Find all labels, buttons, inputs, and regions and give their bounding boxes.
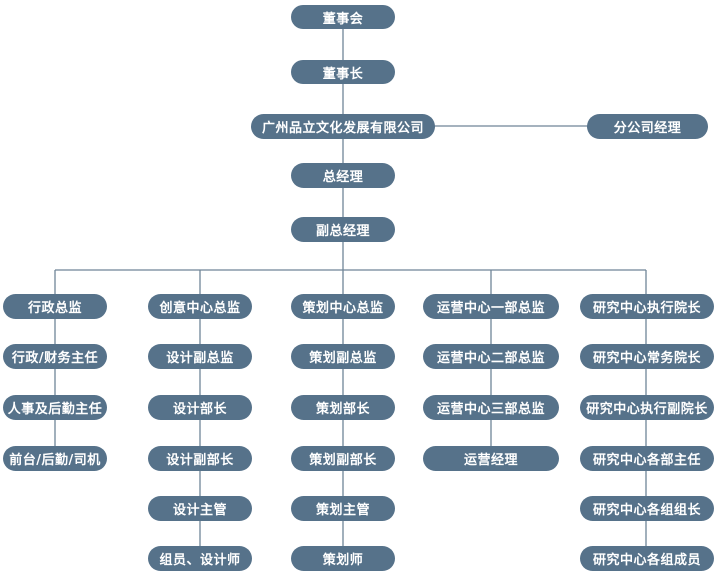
node-col-3-item-1: 策划副总监 xyxy=(291,344,395,369)
node-col-2-head: 创意中心总监 xyxy=(148,294,252,319)
node-col-1-head: 行政总监 xyxy=(3,294,107,319)
node-col-4-item-2: 运营中心三部总监 xyxy=(423,395,559,420)
node-col-2-item-5: 组员、设计师 xyxy=(148,546,252,571)
node-col-3-item-3: 策划副部长 xyxy=(291,446,395,471)
node-col-2-item-2: 设计部长 xyxy=(148,395,252,420)
node-col-5-item-3: 研究中心各部主任 xyxy=(580,446,714,471)
node-col-4-head: 运营中心一部总监 xyxy=(423,294,559,319)
node-col-1-item-3: 前台/后勤/司机 xyxy=(3,446,107,471)
node-col-5-item-5: 研究中心各组成员 xyxy=(580,546,714,571)
node-deputy-gm: 副总经理 xyxy=(291,217,395,242)
node-col-2-item-4: 设计主管 xyxy=(148,496,252,521)
node-col-3-item-5: 策划师 xyxy=(291,546,395,571)
node-col-4-item-1: 运营中心二部总监 xyxy=(423,344,559,369)
node-col-2-item-3: 设计副部长 xyxy=(148,446,252,471)
node-company: 广州品立文化发展有限公司 xyxy=(251,114,435,139)
node-col-5-item-1: 研究中心常务院长 xyxy=(580,344,714,369)
node-col-4-item-3: 运营经理 xyxy=(423,446,559,471)
node-col-2-item-1: 设计副总监 xyxy=(148,344,252,369)
node-col-1-item-1: 行政/财务主任 xyxy=(3,344,107,369)
node-col-5-item-2: 研究中心执行副院长 xyxy=(580,395,714,420)
node-col-3-head: 策划中心总监 xyxy=(291,294,395,319)
node-general-manager: 总经理 xyxy=(291,163,395,188)
node-chairman: 董事长 xyxy=(291,60,395,84)
node-col-1-item-2: 人事及后勤主任 xyxy=(3,395,107,420)
node-col-3-item-2: 策划部长 xyxy=(291,395,395,420)
node-col-5-item-4: 研究中心各组组长 xyxy=(580,496,714,521)
node-board: 董事会 xyxy=(291,5,395,29)
node-branch-manager: 分公司经理 xyxy=(587,114,708,139)
node-col-3-item-4: 策划主管 xyxy=(291,496,395,521)
node-col-5-head: 研究中心执行院长 xyxy=(580,294,714,319)
